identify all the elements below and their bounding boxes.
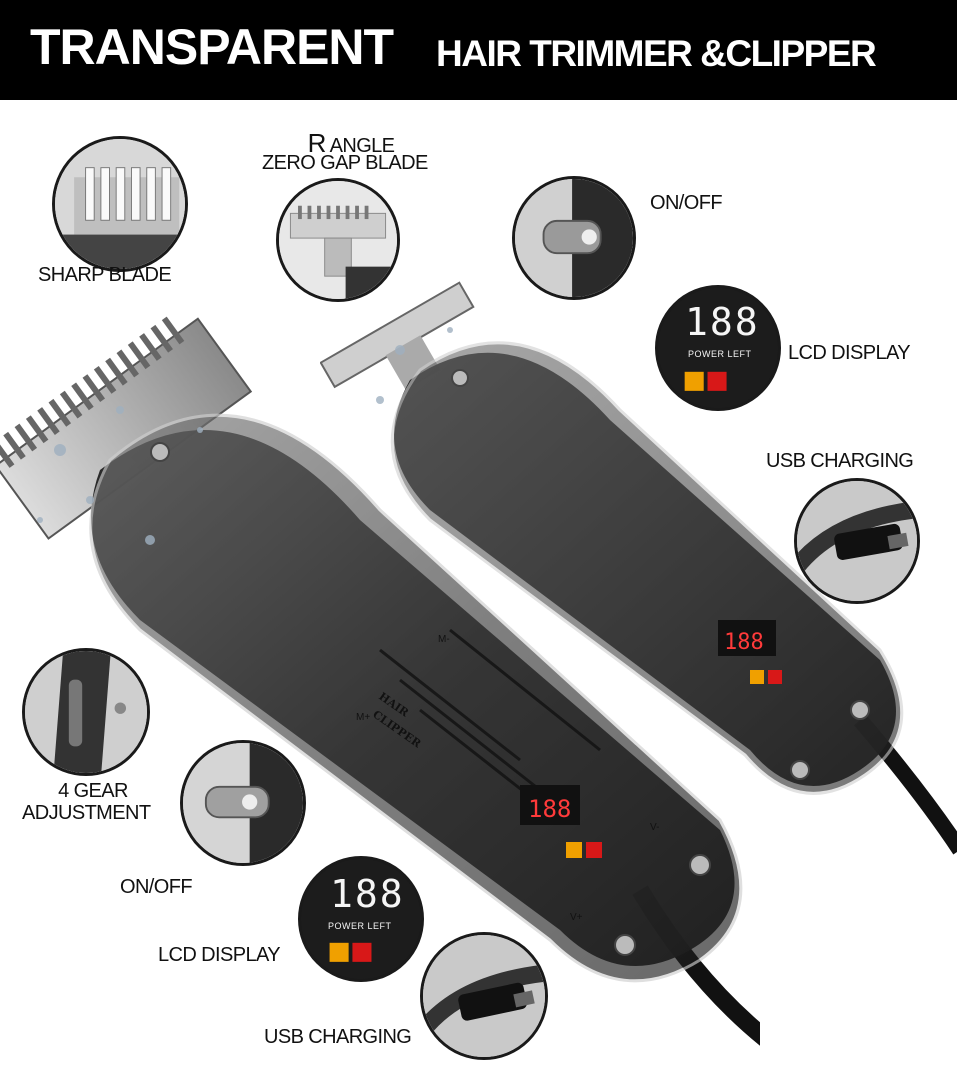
clipper-usb-label: USB CHARGING [264, 1026, 412, 1048]
gear-adjustment-label-line1: 4 GEAR [58, 780, 128, 802]
clipper-lcd-digits: 188 [330, 872, 405, 916]
clipper-vminus: V- [650, 822, 659, 833]
clipper-mplus: M+ [356, 712, 370, 723]
header-banner: TRANSPARENT HAIR TRIMMER &CLIPPER [0, 0, 957, 100]
power-switch-icon [183, 743, 303, 863]
sharp-blade-label: SHARP BLADE [38, 264, 172, 286]
zero-gap-blade-label-initial: R [307, 128, 327, 158]
trimmer-lcd-detail-circle [655, 285, 781, 411]
lcd-display-icon [658, 288, 778, 408]
trimmer-onoff-label: ON/OFF [650, 192, 723, 214]
lcd-display-icon [301, 859, 421, 979]
trimmer-lcd-caption: POWER LEFT [688, 349, 752, 359]
clipper-mminus: M- [438, 634, 450, 645]
usb-plug-icon [423, 935, 545, 1057]
lever-icon [25, 651, 147, 773]
clipper-illustration: 188 HAIR CLIPPER M+ M- V+ V- [0, 316, 760, 1046]
trimmer-illustration: 188 [320, 281, 957, 855]
trimmer-usb-label: USB CHARGING [766, 450, 914, 472]
clipper-onoff-label: ON/OFF [120, 876, 193, 898]
t-blade-icon [279, 181, 397, 299]
trimmer-body-lcd-digits: 188 [724, 630, 764, 655]
trimmer-usb-detail-circle [794, 478, 920, 604]
clipper-lcd-caption: POWER LEFT [328, 921, 392, 931]
clipper-onoff-detail-circle [180, 740, 306, 866]
zero-gap-blade-detail-circle [276, 178, 400, 302]
title-sub: HAIR TRIMMER &CLIPPER [436, 33, 877, 74]
clipper-lcd-detail-circle [298, 856, 424, 982]
sharp-blade-detail-circle [52, 136, 188, 272]
trimmer-onoff-detail-circle [512, 176, 636, 300]
trimmer-lcd-label: LCD DISPLAY [788, 342, 911, 364]
gear-adjustment-label-line2: ADJUSTMENT [22, 802, 151, 824]
clipper-body-lcd-digits: 188 [528, 795, 571, 823]
clipper-vplus: V+ [570, 912, 583, 923]
zero-gap-blade-label-line2: ZERO GAP BLADE [262, 152, 428, 174]
trimmer-product-image: 188 [320, 250, 957, 860]
zero-gap-blade-label-line1: R ANGLE [296, 128, 406, 159]
zero-gap-blade-label-rest: ANGLE [325, 135, 395, 157]
clipper-product-image: 188 HAIR CLIPPER M+ M- V+ V- [0, 290, 760, 1075]
title-main: TRANSPARENT [30, 19, 394, 75]
power-switch-icon [515, 179, 633, 297]
sharp-blade-icon [55, 139, 185, 269]
gear-adjustment-detail-circle [22, 648, 150, 776]
clipper-usb-detail-circle [420, 932, 548, 1060]
clipper-lcd-label: LCD DISPLAY [158, 944, 281, 966]
usb-plug-icon [797, 481, 917, 601]
trimmer-lcd-digits: 188 [685, 300, 760, 344]
